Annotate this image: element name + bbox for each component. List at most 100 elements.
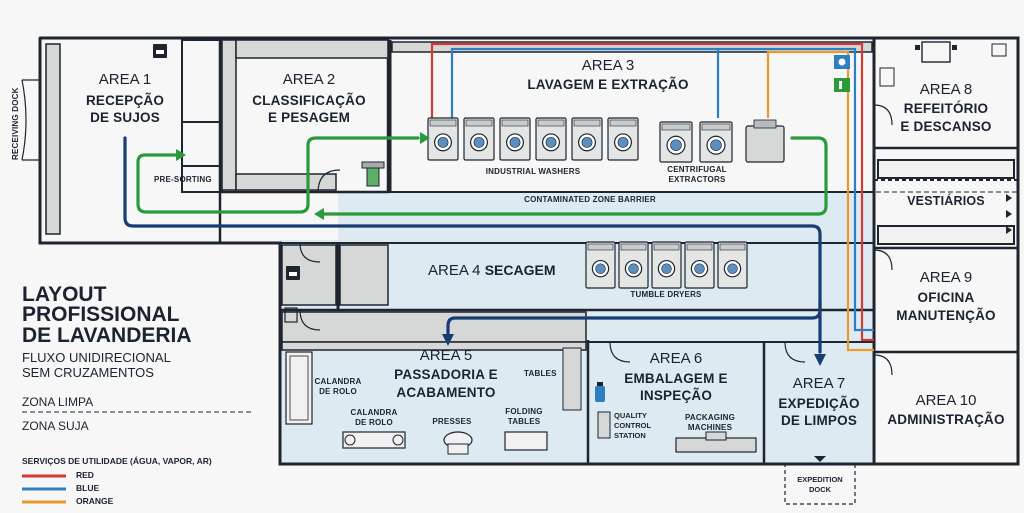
tumble-dryer <box>585 241 616 289</box>
tables-label: TABLES <box>524 369 557 378</box>
industrial-washer <box>535 117 567 161</box>
area9-name-2: MANUTENÇÃO <box>896 308 996 323</box>
area5-name-2: ACABAMENTO <box>396 385 496 400</box>
clean-flow-path <box>123 136 822 354</box>
dirty-return-path <box>320 136 828 216</box>
thick-wall-blocks <box>45 39 873 351</box>
water-icon <box>834 55 850 69</box>
industrial-washer <box>607 117 639 161</box>
area4-number: AREA 4 <box>428 262 481 279</box>
calandra-b-label-2: DE ROLO <box>355 418 393 427</box>
extractors-label: EXTRACTORS <box>668 175 726 184</box>
tables-block <box>562 347 582 411</box>
industrial-washer <box>571 117 603 161</box>
panel-icon <box>284 307 298 323</box>
scale-icon <box>361 161 385 187</box>
title-line-1: LAYOUT <box>22 283 107 306</box>
area5-name-1: PASSADORIA E <box>394 367 498 382</box>
industrial-washers-label: INDUSTRIAL WASHERS <box>485 167 581 176</box>
area3-number: AREA 3 <box>581 57 635 74</box>
dirty-flow-path <box>136 136 420 214</box>
area7-name-1: EXPEDIÇÃO <box>778 396 860 411</box>
expedition-dock <box>784 463 856 505</box>
tumble-dryer <box>717 241 748 289</box>
calandra-rolo-b <box>342 431 406 449</box>
vestiarios-label: VESTIÁRIOS <box>907 194 985 208</box>
subtitle-line-1: FLUXO UNIDIRECIONAL <box>22 350 171 365</box>
zone-clean-label: ZONA LIMPA <box>22 395 94 409</box>
tumble-dryer <box>651 241 682 289</box>
area2-number: AREA 2 <box>282 71 336 88</box>
area1-name-2: DE SUJOS <box>90 110 160 125</box>
folding-tables-label: TABLES <box>507 417 541 426</box>
area6-number: AREA 6 <box>649 350 703 367</box>
utility-pipes <box>430 42 874 352</box>
folding-label: FOLDING <box>505 407 543 416</box>
door-swings <box>21 79 893 376</box>
area5-number: AREA 5 <box>419 347 473 364</box>
industrial-washer <box>499 117 531 161</box>
area4-title: AREA 4 SECAGEM <box>428 262 556 279</box>
centrifugal-extractor <box>699 121 733 163</box>
industrial-washer <box>427 117 459 161</box>
machines-label: MACHINES <box>687 423 733 432</box>
gas-cylinder-icon <box>595 382 605 402</box>
area9-name-1: OFICINA <box>917 290 975 305</box>
utility-blue-label: BLUE <box>76 483 100 493</box>
receiving-dock-label: RECEIVING DOCK <box>11 87 20 160</box>
calandra-a-label-1: CALANDRA <box>314 377 362 386</box>
expedition-label: EXPEDITION <box>797 475 843 484</box>
area7-name-2: DE LIMPOS <box>780 413 858 428</box>
calandra-b-label-1: CALANDRA <box>350 408 398 417</box>
presses-label: PRESSES <box>432 417 472 426</box>
qc-station <box>597 411 611 439</box>
packaging-machine <box>675 431 757 453</box>
pre-sorting-label: PRE-SORTING <box>154 175 212 184</box>
control-label: CONTROL <box>614 421 652 430</box>
flow-arrows <box>123 136 828 354</box>
calandra-rolo-a <box>285 351 313 425</box>
area1-name-1: RECEPÇÃO <box>85 93 165 108</box>
utilities-legend-lines <box>22 474 66 504</box>
tumble-dryers-label: TUMBLE DRYERS <box>630 290 702 299</box>
packaging-label: PACKAGING <box>684 413 736 422</box>
title-line-2: PROFISSIONAL <box>22 303 180 326</box>
area8-name-2: E DESCANSO <box>900 119 992 134</box>
machines <box>427 117 785 289</box>
area8-number: AREA 8 <box>919 81 973 98</box>
dryer-unit <box>745 119 785 163</box>
tumble-dryer <box>684 241 715 289</box>
utilities-heading: SERVIÇOS DE UTILIDADE (ÁGUA, VAPOR, AR) <box>22 456 212 466</box>
subtitle-line-2: SEM CRUZAMENTOS <box>22 365 154 380</box>
industrial-washer <box>463 117 495 161</box>
contaminated-barrier-label: CONTAMINATED ZONE BARRIER <box>524 195 656 204</box>
clean-flow-to-a5 <box>446 298 822 336</box>
quality-label: QUALITY <box>614 411 647 420</box>
title-line-3: DE LAVANDERIA <box>22 324 192 347</box>
utility-orange-label: ORANGE <box>76 496 114 506</box>
dock-label: DOCK <box>808 485 832 494</box>
centrifugal-extractor <box>659 121 693 163</box>
area6-name-1: EMBALAGEM E <box>624 371 728 386</box>
centrifugal-label: CENTRIFUGAL <box>667 165 727 174</box>
tumble-dryer <box>618 241 649 289</box>
station-label: STATION <box>614 431 646 440</box>
area9-number: AREA 9 <box>919 269 973 286</box>
area3-name: LAVAGEM E EXTRAÇÃO <box>527 77 689 92</box>
exit-sign-icon <box>834 78 850 92</box>
area10-name: ADMINISTRAÇÃO <box>887 412 1005 427</box>
calandra-a-label-2: DE ROLO <box>319 387 357 396</box>
dock-arrow <box>814 456 826 462</box>
utility-red-label: RED <box>76 470 94 480</box>
partitions <box>181 39 1018 245</box>
area2-name-1: CLASSIFICAÇÃO <box>252 93 366 108</box>
zone-dirty-label: ZONA SUJA <box>22 419 89 433</box>
area1-number: AREA 1 <box>98 71 152 88</box>
flow-arrowheads <box>176 132 826 366</box>
area4-name: SECAGEM <box>484 262 556 278</box>
arrow-marks <box>1006 194 1012 234</box>
area10-number: AREA 10 <box>915 392 977 409</box>
sink-icon-a4 <box>286 266 300 280</box>
